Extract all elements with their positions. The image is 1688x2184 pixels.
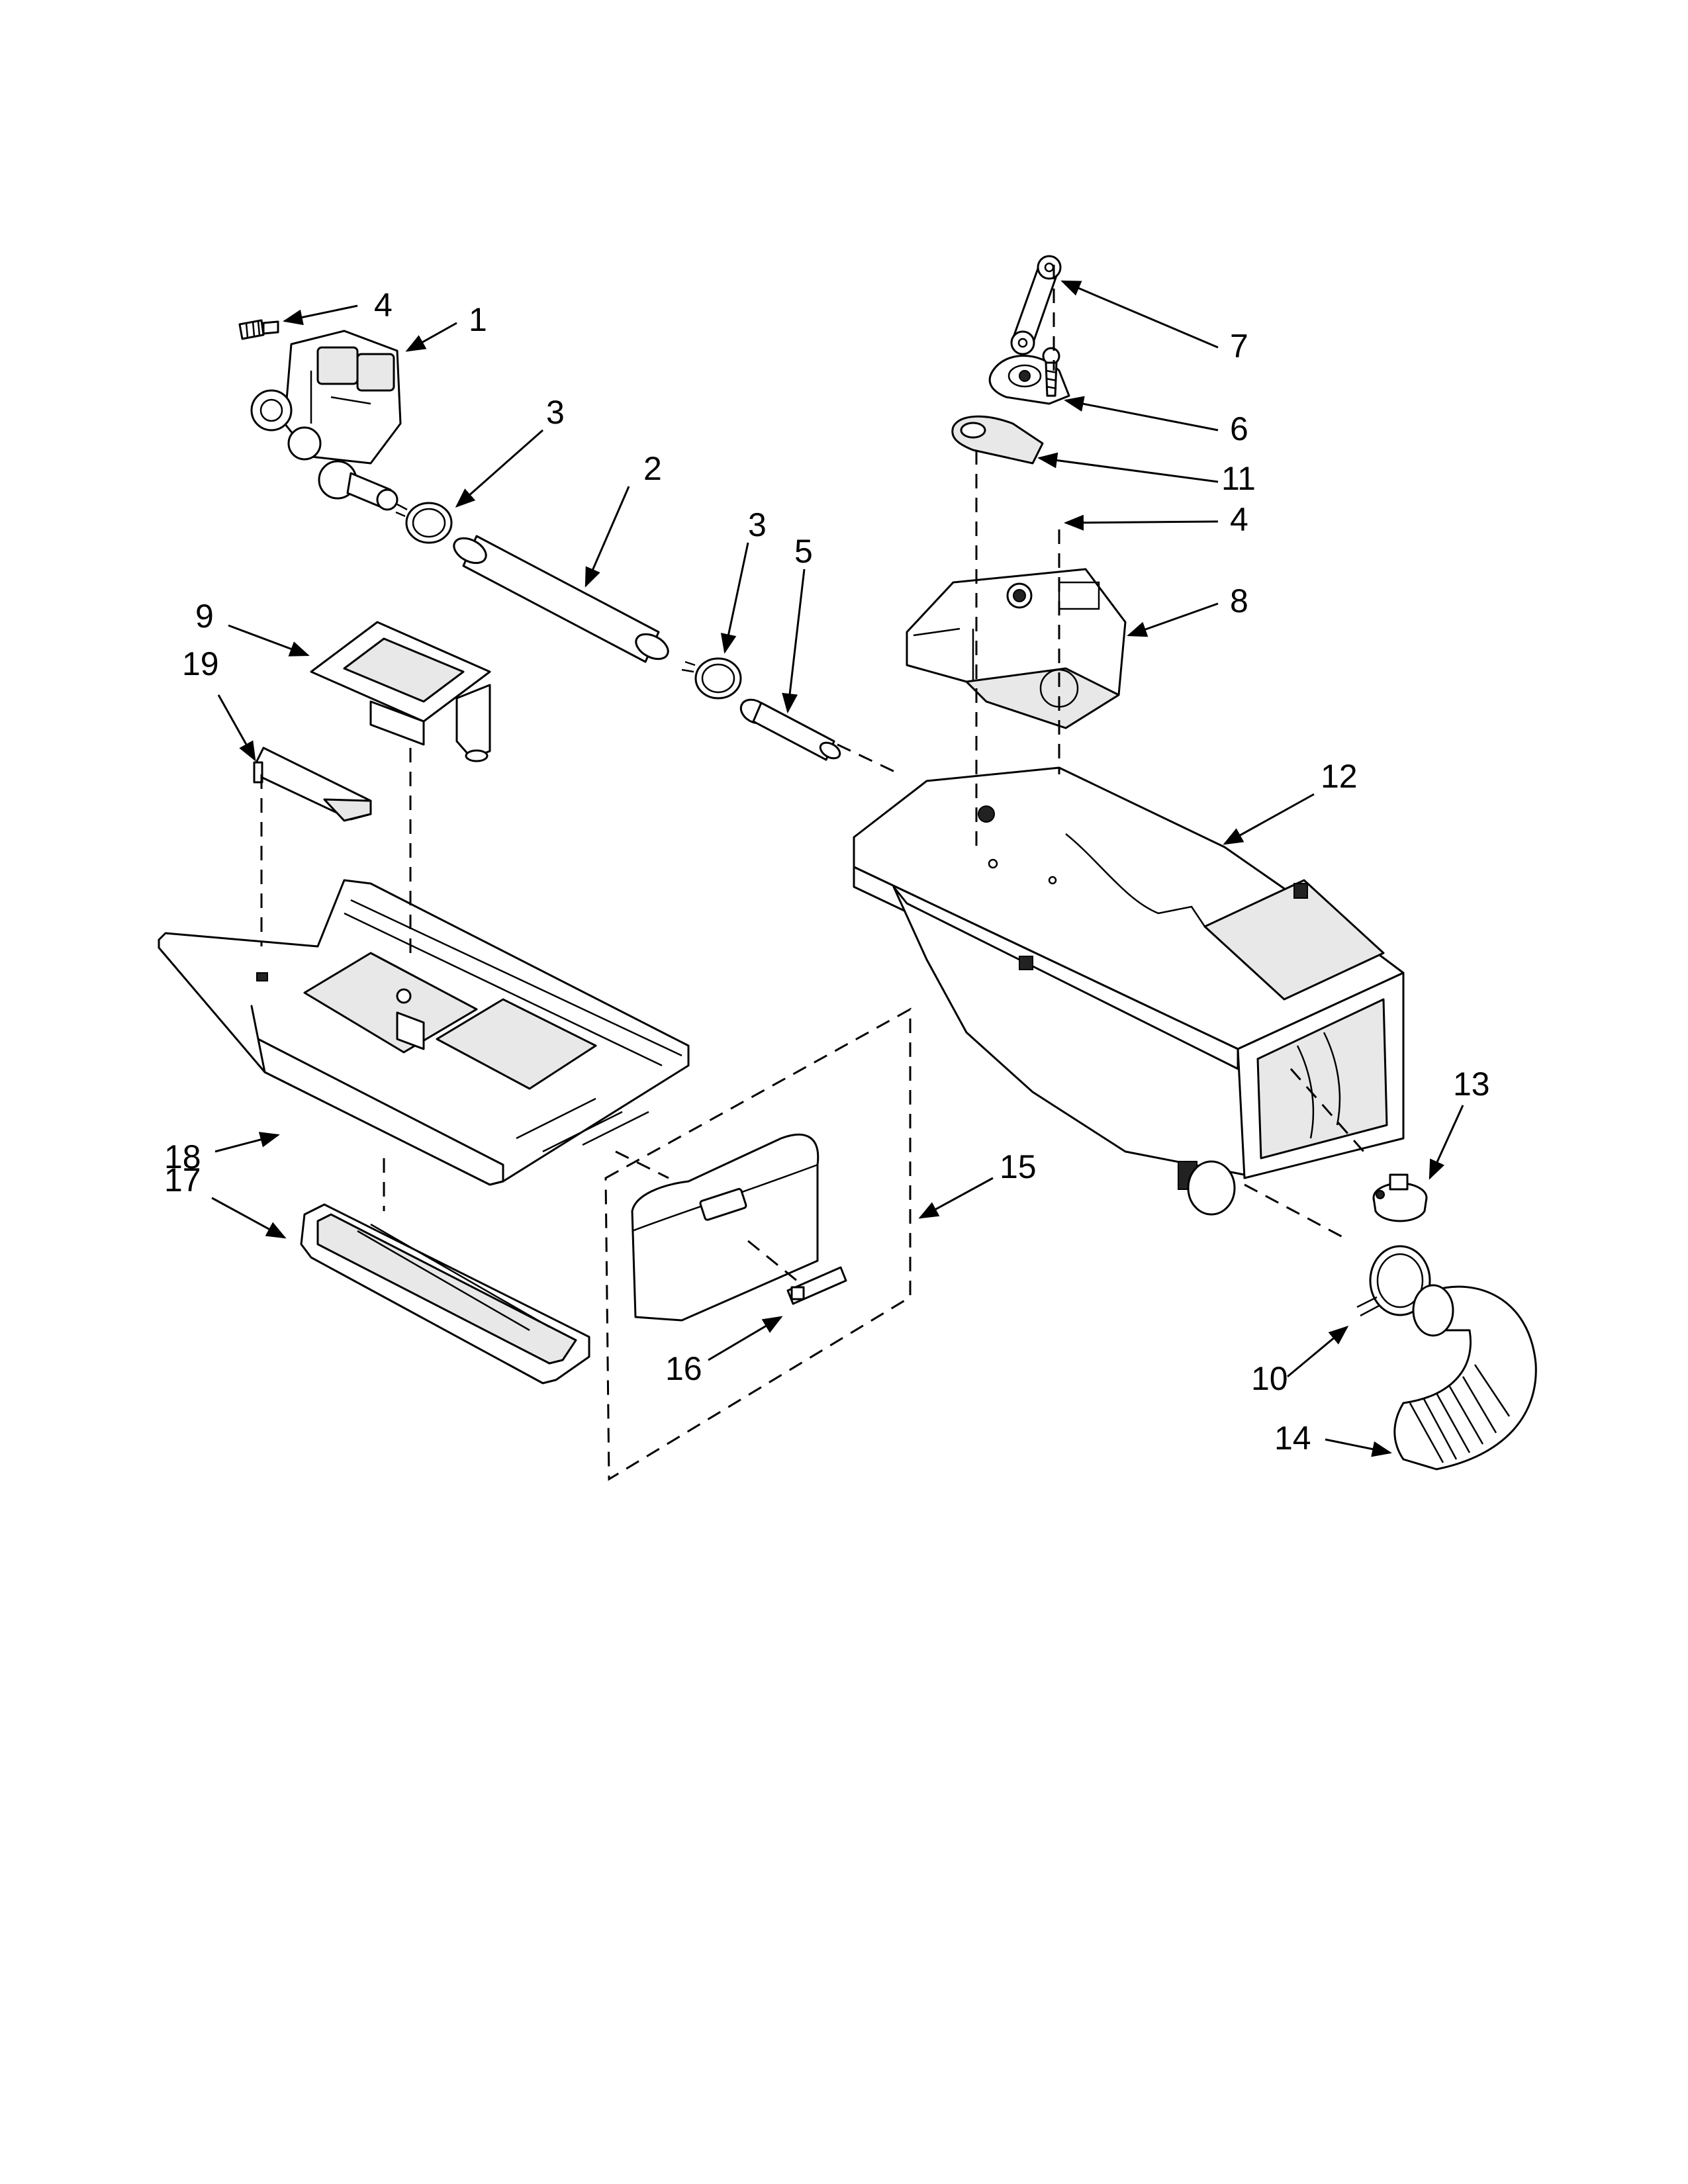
callout-2: 2 (643, 450, 662, 487)
callout-9: 9 (195, 598, 214, 635)
siphon-insert-part-9 (310, 621, 491, 762)
dispenser-drawer-part-18 (158, 879, 690, 1186)
latch-part-19 (253, 747, 372, 822)
link-arm-part-7 (1010, 255, 1062, 355)
nozzle-part-5 (739, 698, 841, 761)
callout-4-right: 4 (1230, 501, 1248, 538)
callout-14: 14 (1274, 1420, 1311, 1457)
hose-part-2 (453, 535, 669, 663)
pressure-switch-part-13 (1372, 1173, 1428, 1222)
callout-16: 16 (665, 1350, 702, 1387)
callout-11: 11 (1221, 460, 1256, 497)
callout-15: 15 (1000, 1148, 1037, 1185)
callout-7: 7 (1230, 328, 1248, 365)
callout-17: 17 (164, 1161, 201, 1199)
gasket-part-11 (951, 415, 1044, 465)
callout-6: 6 (1230, 410, 1248, 447)
bellows-hose-part-14 (1393, 1284, 1537, 1471)
callout-3-right: 3 (748, 506, 767, 543)
leader-lines (211, 280, 1464, 1457)
callout-3-left: 3 (546, 394, 565, 431)
callout-12: 12 (1321, 758, 1358, 795)
callout-4-left: 4 (374, 287, 393, 324)
clamp-part-3-left (395, 502, 453, 544)
screw-part-4-left (238, 319, 279, 340)
callout-10: 10 (1251, 1360, 1288, 1397)
assembly-guide-lines (260, 265, 1365, 1481)
drawer-tray-part-17 (300, 1203, 590, 1385)
water-valve-part-1 (250, 330, 402, 511)
detergent-cover-part-15 (631, 1133, 820, 1322)
dispenser-housing-part-12 (853, 766, 1405, 1216)
callout-1: 1 (469, 301, 487, 338)
callout-18: 18 (164, 1138, 201, 1175)
callout-8: 8 (1230, 582, 1248, 619)
insert-part-16 (786, 1266, 847, 1305)
actuator-part-8 (906, 568, 1127, 729)
clamp-part-3-right (681, 657, 742, 700)
callout-5: 5 (794, 533, 813, 570)
callout-labels: 4 1 3 2 3 5 7 6 11 4 8 12 9 19 18 17 15 … (164, 287, 1490, 1457)
callout-13: 13 (1453, 1066, 1490, 1103)
callout-19: 19 (182, 645, 219, 682)
